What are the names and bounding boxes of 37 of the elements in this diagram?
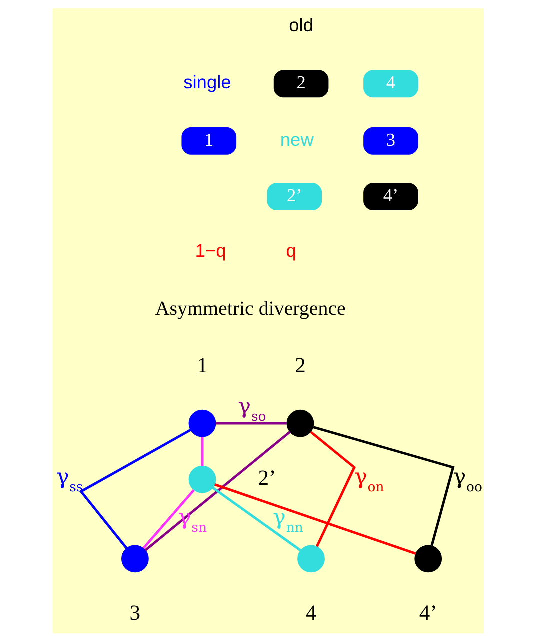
node-box: 4 xyxy=(364,70,418,98)
connector xyxy=(214,484,416,555)
node-box: 3 xyxy=(364,128,418,155)
connector xyxy=(201,437,204,466)
node-label: 1 xyxy=(197,354,208,378)
node-label: 2 xyxy=(295,354,306,378)
edge-label: γ$_{nn}$ xyxy=(273,506,304,536)
connector xyxy=(212,486,302,552)
connector xyxy=(313,426,455,546)
node-box: 2 xyxy=(274,70,329,98)
label: new xyxy=(280,128,314,150)
node-label: 3 xyxy=(130,601,141,626)
node-label: 2’ xyxy=(258,466,276,490)
label: single xyxy=(184,72,232,93)
node-box: 4’ xyxy=(364,183,418,211)
node-label: 4 xyxy=(306,601,317,626)
node-circle xyxy=(122,545,149,573)
node-label: 4’ xyxy=(419,601,438,626)
node-circle xyxy=(298,545,325,573)
node-circle xyxy=(414,545,442,573)
node-box: 1 xyxy=(182,128,237,155)
node-box: 2’ xyxy=(267,183,322,211)
label: Asymmetric divergence xyxy=(155,298,346,320)
connector xyxy=(216,422,287,425)
edge-label: γ$_{on}$ xyxy=(354,465,384,496)
connector xyxy=(310,431,356,548)
node-circle xyxy=(286,410,314,438)
connector xyxy=(142,489,195,550)
connector xyxy=(80,429,192,550)
edge-label: γ$_{oo}$ xyxy=(453,465,483,496)
label: old xyxy=(289,14,314,36)
node-circle xyxy=(188,466,216,494)
label: 1−q xyxy=(195,240,226,262)
connector xyxy=(144,431,291,552)
edge-label: γ$_{so}$ xyxy=(238,394,266,425)
node-circle xyxy=(188,410,216,438)
label: q xyxy=(286,240,296,262)
